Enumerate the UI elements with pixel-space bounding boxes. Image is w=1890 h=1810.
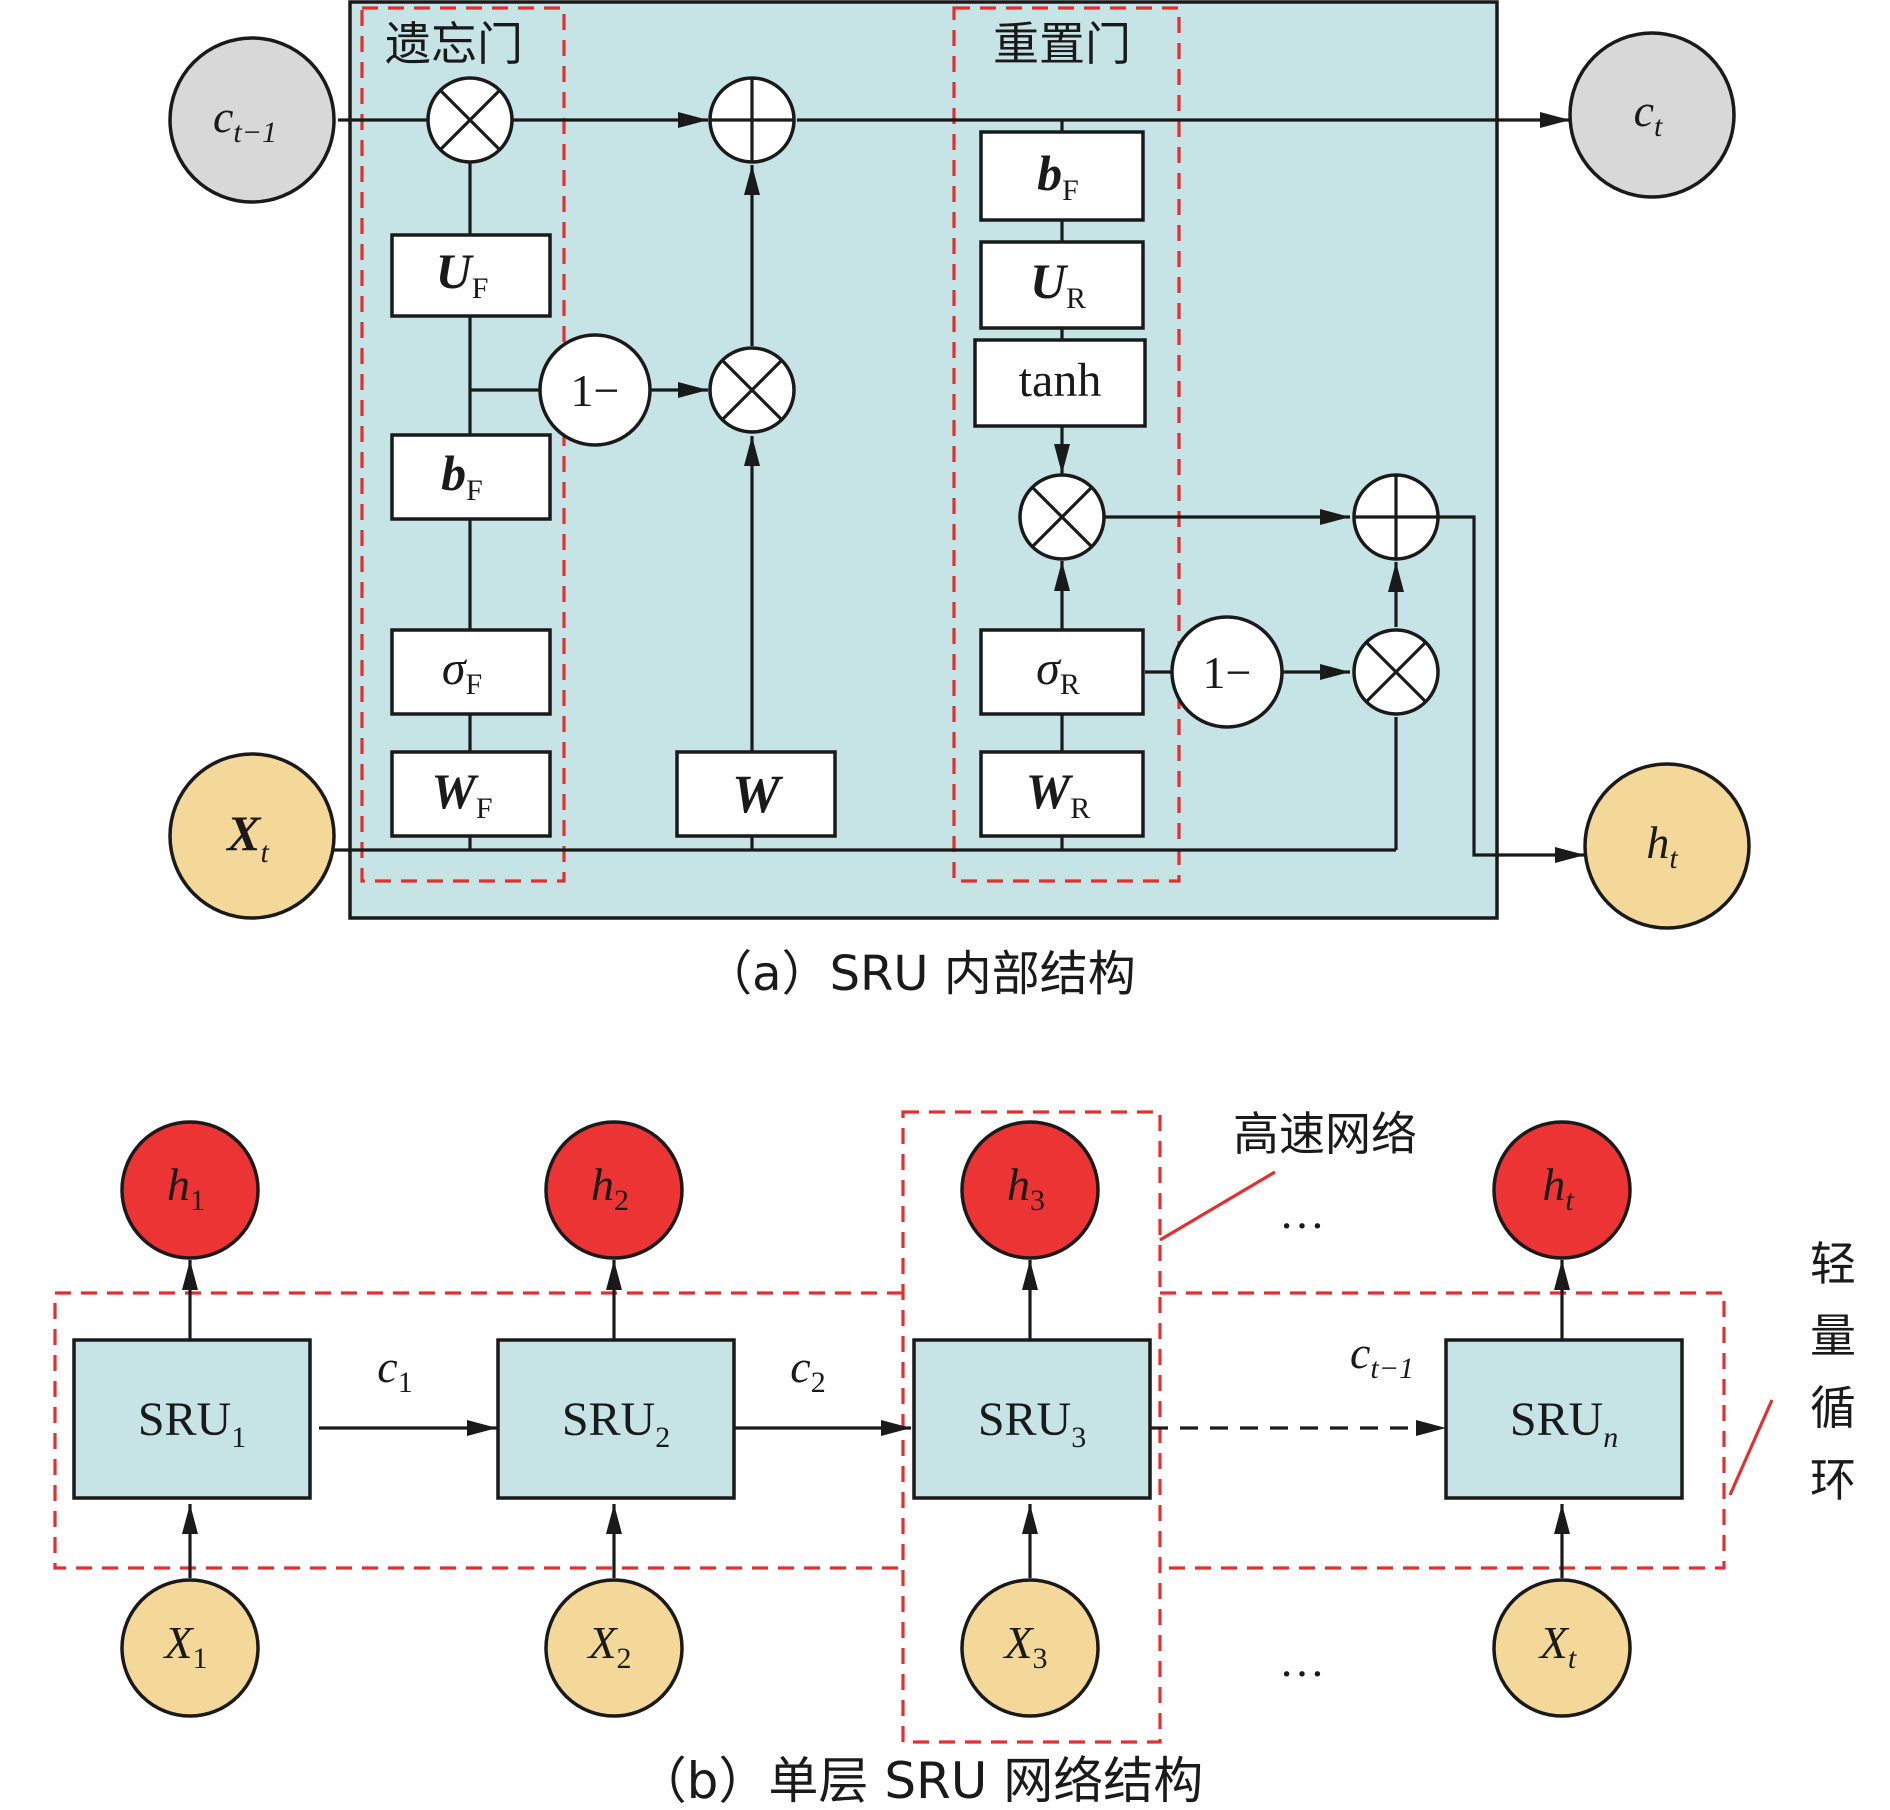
svg-text:量: 量 <box>1810 1309 1856 1363</box>
svg-text:Xt: Xt <box>225 805 269 869</box>
svg-text:σR: σR <box>1036 642 1080 701</box>
svg-text:ht: ht <box>1646 817 1678 875</box>
svg-text:1−: 1− <box>571 365 620 416</box>
forget-uf-box: UF <box>390 233 552 318</box>
sru-box <box>72 1338 312 1500</box>
forget-wf-box: WF <box>390 750 552 838</box>
reset-wr-box: WR <box>979 750 1145 838</box>
sru-label: SRUn <box>1510 1393 1618 1454</box>
panel-a-connections <box>332 112 1585 863</box>
svg-text:tanh: tanh <box>1019 354 1102 407</box>
svg-text:环: 环 <box>1810 1453 1856 1507</box>
svg-text:UR: UR <box>1030 253 1086 315</box>
x-label: X1 <box>162 1617 207 1675</box>
svg-text:WR: WR <box>1026 763 1090 825</box>
light-recurrence-label: 轻 量 循 环 <box>1810 1237 1856 1507</box>
ellipsis-top: … <box>1279 1187 1325 1238</box>
h-t-node: ht <box>1583 762 1751 930</box>
reset-bf-box: bF <box>979 130 1145 222</box>
h-label: h3 <box>1007 1159 1045 1217</box>
h-label: ht <box>1542 1159 1574 1217</box>
one-minus-forget: 1− <box>538 333 652 447</box>
multiply-op-forget <box>426 76 514 164</box>
svg-text:ct: ct <box>1634 85 1663 143</box>
h-label: h1 <box>167 1159 205 1217</box>
add-op-output <box>1352 473 1440 561</box>
panel-a: 遗忘门 重置门 <box>168 0 1751 1002</box>
forget-bf-box: bF <box>390 433 552 521</box>
forget-gate-label: 遗忘门 <box>385 17 523 71</box>
multiply-op-highway <box>1352 628 1440 716</box>
tanh-box: tanh <box>973 338 1147 428</box>
sru-box <box>496 1338 736 1500</box>
svg-text:W: W <box>732 764 784 824</box>
h-node <box>960 1120 1100 1260</box>
light-recurrence-border-left <box>53 1291 903 1570</box>
svg-text:WF: WF <box>431 763 492 825</box>
svg-text:bF: bF <box>1037 145 1079 207</box>
h-label: h2 <box>591 1159 629 1217</box>
reset-gate-label: 重置门 <box>993 17 1131 71</box>
ellipsis-bottom: … <box>1279 1635 1325 1686</box>
sru-label: SRU3 <box>978 1393 1086 1454</box>
forget-sigma-box: σF <box>390 628 552 716</box>
x-t-node: Xt <box>168 752 336 920</box>
svg-text:1−: 1− <box>1203 647 1252 698</box>
c-t-node: ct <box>1568 31 1736 199</box>
highway-pointer-line <box>1159 1170 1276 1242</box>
light-recurrence-pointer-line <box>1728 1399 1774 1496</box>
h-node <box>1492 1120 1632 1260</box>
svg-text:ct−1: ct−1 <box>213 91 277 149</box>
svg-text:bF: bF <box>441 445 483 507</box>
w-box: W <box>675 750 837 838</box>
caption-a: （a）SRU 内部结构 <box>704 946 1136 1002</box>
svg-text:轻: 轻 <box>1810 1237 1856 1291</box>
svg-text:循: 循 <box>1810 1381 1856 1435</box>
x-node <box>544 1578 684 1718</box>
sru-label: SRU1 <box>138 1393 246 1454</box>
x-node <box>1492 1578 1632 1718</box>
light-recurrence-border-right <box>1160 1291 1726 1570</box>
reset-gate-border <box>952 6 1181 883</box>
x-label: X3 <box>1002 1617 1047 1675</box>
svg-text:σF: σF <box>442 642 482 701</box>
caption-b: （b）单层 SRU 网络结构 <box>637 1752 1204 1810</box>
x-node <box>120 1578 260 1718</box>
c-prev-node: ct−1 <box>168 36 336 204</box>
ct-1-label: ct−1 <box>1350 1327 1414 1385</box>
sru-label: SRU2 <box>562 1393 670 1454</box>
h-node <box>120 1120 260 1260</box>
svg-text:UF: UF <box>436 243 489 305</box>
add-op-cell <box>708 76 796 164</box>
x-label: X2 <box>586 1617 631 1675</box>
sru-box <box>1444 1338 1684 1500</box>
forget-gate-border <box>360 6 566 883</box>
reset-sigma-box: σR <box>979 628 1145 716</box>
sru-box <box>912 1338 1152 1500</box>
c1-label: c1 <box>377 1341 412 1399</box>
x-label: Xt <box>1538 1617 1577 1675</box>
h-node <box>544 1120 684 1260</box>
reset-ur-box: UR <box>979 240 1145 330</box>
highway-label: 高速网络 <box>1233 1107 1417 1161</box>
one-minus-reset: 1− <box>1170 615 1284 729</box>
c2-label: c2 <box>790 1341 825 1399</box>
multiply-op-w <box>708 346 796 434</box>
multiply-op-reset <box>1018 473 1106 561</box>
x-node <box>960 1578 1100 1718</box>
